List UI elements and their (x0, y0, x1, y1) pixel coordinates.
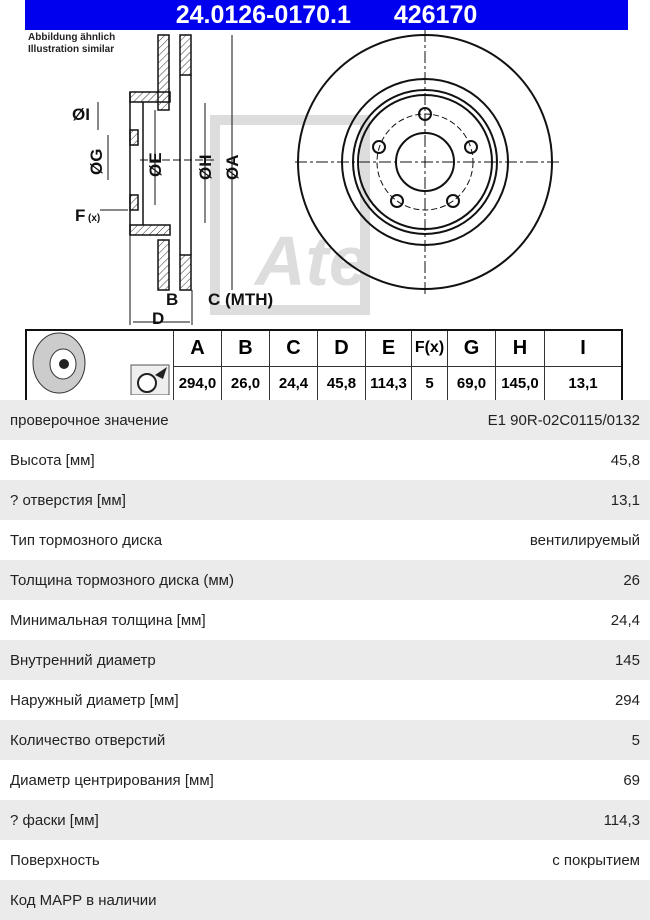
title-banner: 24.0126-0170.1 426170 (25, 0, 628, 30)
spec-label: Толщина тормозного диска (мм) (10, 571, 234, 589)
spec-row: Код MAPP в наличии (0, 880, 650, 920)
spec-value: с покрытием (552, 851, 640, 869)
value-e: 114,3 (365, 365, 412, 403)
label-i: ØI (72, 105, 90, 124)
spec-row: Количество отверстий 5 (0, 720, 650, 760)
value-d: 45,8 (317, 365, 366, 403)
label-a: ØA (223, 155, 242, 181)
spec-row: Наружный диаметр [мм] 294 (0, 680, 650, 720)
header-g: G (447, 329, 496, 367)
spec-row: проверочное значение E1 90R-02C0115/0132 (0, 400, 650, 440)
spec-row: Толщина тормозного диска (мм) 26 (0, 560, 650, 600)
spec-label: ? фаски [мм] (10, 811, 99, 829)
spec-label: Количество отверстий (10, 731, 166, 749)
spec-value: 114,3 (603, 811, 640, 829)
label-f: F (75, 206, 85, 225)
disc-front-view (295, 30, 560, 295)
spec-label: Код MAPP в наличии (10, 891, 157, 909)
spec-label: Высота [мм] (10, 451, 95, 469)
illustration-note: Abbildung ähnlich Illustration similar (28, 32, 115, 56)
value-f: 5 (411, 365, 448, 403)
spec-label: Наружный диаметр [мм] (10, 691, 179, 709)
spec-row: Высота [мм] 45,8 (0, 440, 650, 480)
spec-label: Поверхность (10, 851, 100, 869)
spec-label: Внутренний диаметр (10, 651, 156, 669)
note-line-1: Abbildung ähnlich (28, 32, 116, 43)
disc-cross-section (129, 34, 215, 291)
value-a: 294,0 (173, 365, 222, 403)
spec-row: ? фаски [мм] 114,3 (0, 800, 650, 840)
label-g: ØG (87, 149, 106, 175)
spec-value: 13,1 (610, 491, 640, 509)
technical-drawing: Ate ØI ØG ØE ØH ØA F (x) B C (MTH) D (72, 30, 560, 328)
disc-thumbnail-icon (32, 332, 170, 396)
label-h: ØH (196, 155, 215, 181)
disc-thumbnail-cell (25, 329, 174, 403)
part-number: 24.0126-0170.1 (175, 1, 351, 29)
spec-row: Внутренний диаметр 145 (0, 640, 650, 680)
spec-value: 69 (623, 771, 640, 789)
value-i: 13,1 (544, 365, 623, 403)
spec-label: Минимальная толщина [мм] (10, 611, 206, 629)
spec-value: 45,8 (610, 451, 640, 469)
dimension-labels: ØI ØG ØE ØH ØA F (x) B C (MTH) D (72, 105, 273, 328)
header-e: E (365, 329, 412, 367)
spec-label: Тип тормозного диска (10, 531, 163, 549)
spec-value: 294 (614, 691, 640, 709)
dimensions-table: A B C D E F(x) G H I 294,0 26,0 24,4 45,… (25, 329, 623, 403)
header-d: D (317, 329, 366, 367)
label-c: C (MTH) (208, 290, 273, 309)
note-line-2: Illustration similar (28, 44, 115, 55)
dimension-lines (97, 35, 233, 325)
spec-row: Поверхность с покрытием (0, 840, 650, 880)
ate-logo-watermark: Ate (210, 115, 370, 315)
spec-value: 26 (623, 571, 640, 589)
spec-row: ? отверстия [мм] 13,1 (0, 480, 650, 520)
spec-row: Минимальная толщина [мм] 24,4 (0, 600, 650, 640)
spec-value: E1 90R-02C0115/0132 (487, 411, 640, 429)
spec-row: Диаметр центрирования [мм] 69 (0, 760, 650, 800)
spec-row: Тип тормозного диска вентилируемый (0, 520, 650, 560)
value-c: 24,4 (269, 365, 318, 403)
spec-value: 24,4 (610, 611, 640, 629)
spec-value: 145 (614, 651, 640, 669)
label-fx: (x) (88, 213, 100, 224)
part-code: 426170 (393, 1, 478, 29)
label-d: D (152, 309, 164, 328)
spec-label: ? отверстия [мм] (10, 491, 126, 509)
header-i: I (544, 329, 623, 367)
spec-value: вентилируемый (529, 531, 640, 549)
label-b: B (166, 290, 178, 309)
value-g: 69,0 (447, 365, 496, 403)
header-a: A (173, 329, 222, 367)
header-h: H (495, 329, 545, 367)
label-e: ØE (146, 152, 165, 177)
header-b: B (221, 329, 270, 367)
value-b: 26,0 (221, 365, 270, 403)
header-c: C (269, 329, 318, 367)
spec-label: Диаметр центрирования [мм] (10, 771, 214, 789)
spec-label: проверочное значение (10, 411, 169, 429)
value-h: 145,0 (495, 365, 545, 403)
header-f: F(x) (411, 329, 448, 367)
spec-value: 5 (631, 731, 640, 749)
svg-text:Ate: Ate (253, 222, 368, 300)
